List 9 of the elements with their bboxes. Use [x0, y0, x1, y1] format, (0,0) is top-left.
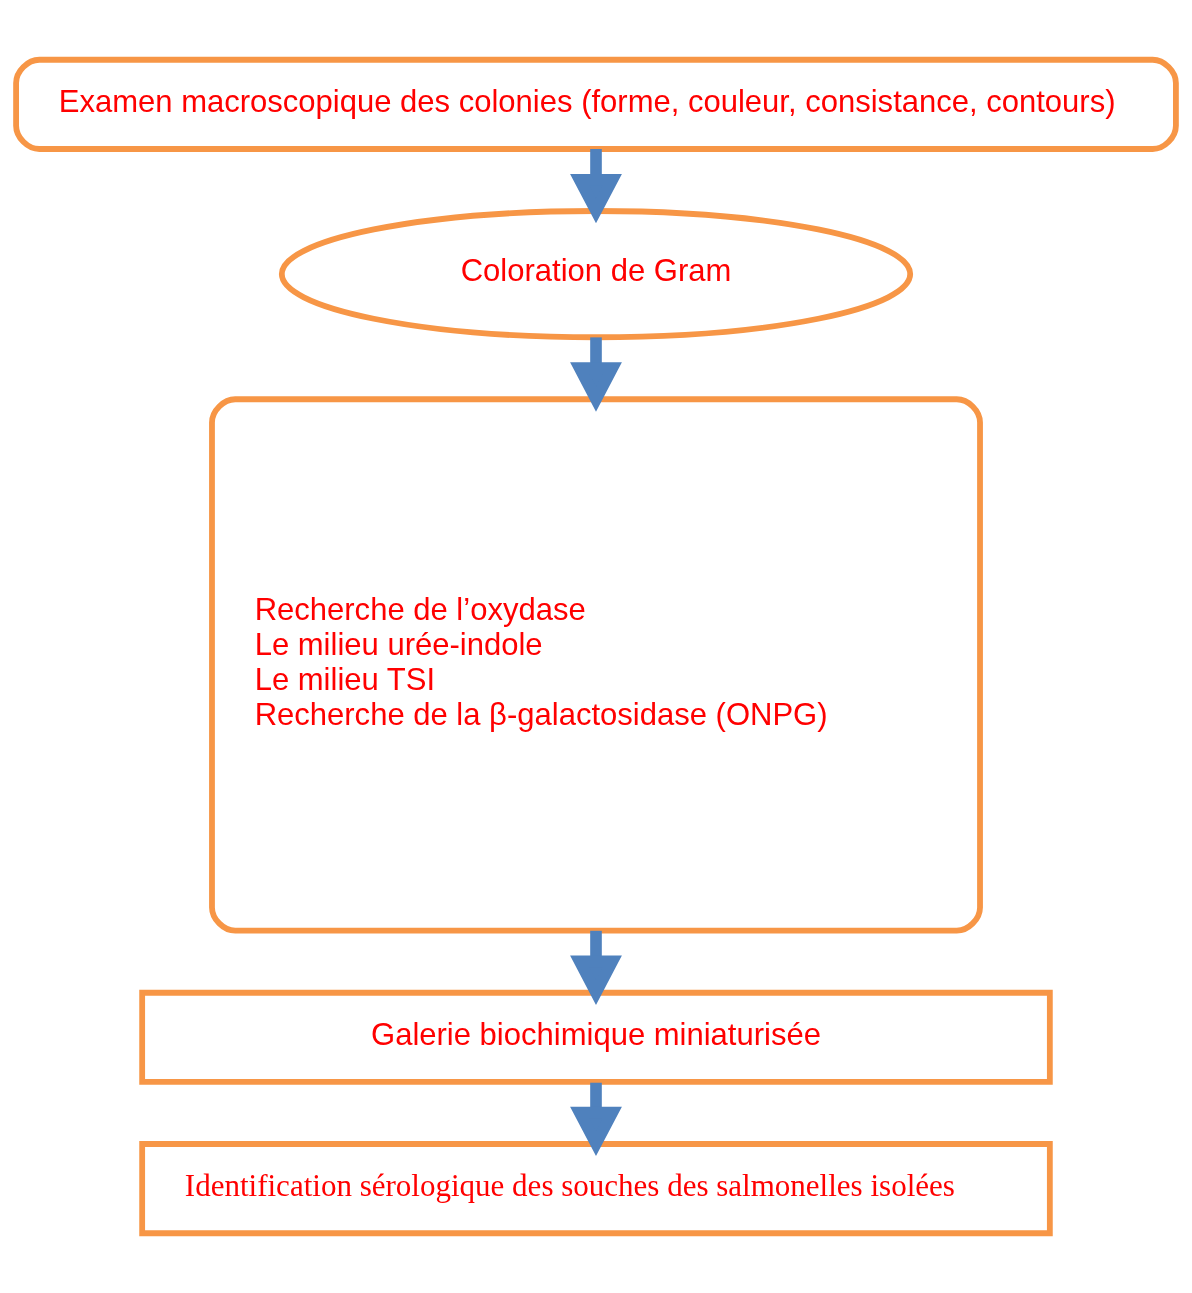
arrow: [570, 1082, 622, 1157]
arrow: [570, 337, 622, 412]
node-box: Galerie biochimique miniaturisée: [139, 989, 1053, 1085]
arrow: [570, 149, 622, 224]
arrow: [570, 930, 622, 1005]
node-box: Identification sérologique des souches des salmonelles isolées: [139, 1141, 1053, 1237]
node-box: Examen macroscopique des colonies (forme, couleur, consistance, contours): [13, 56, 1179, 152]
node-box: Recherche de l’oxydase Le milieu urée-indole Le milieu TSI Recherche de la β-galactosidase (ONPG): [209, 396, 983, 934]
node-ellipse: Coloration de Gram: [278, 208, 914, 341]
